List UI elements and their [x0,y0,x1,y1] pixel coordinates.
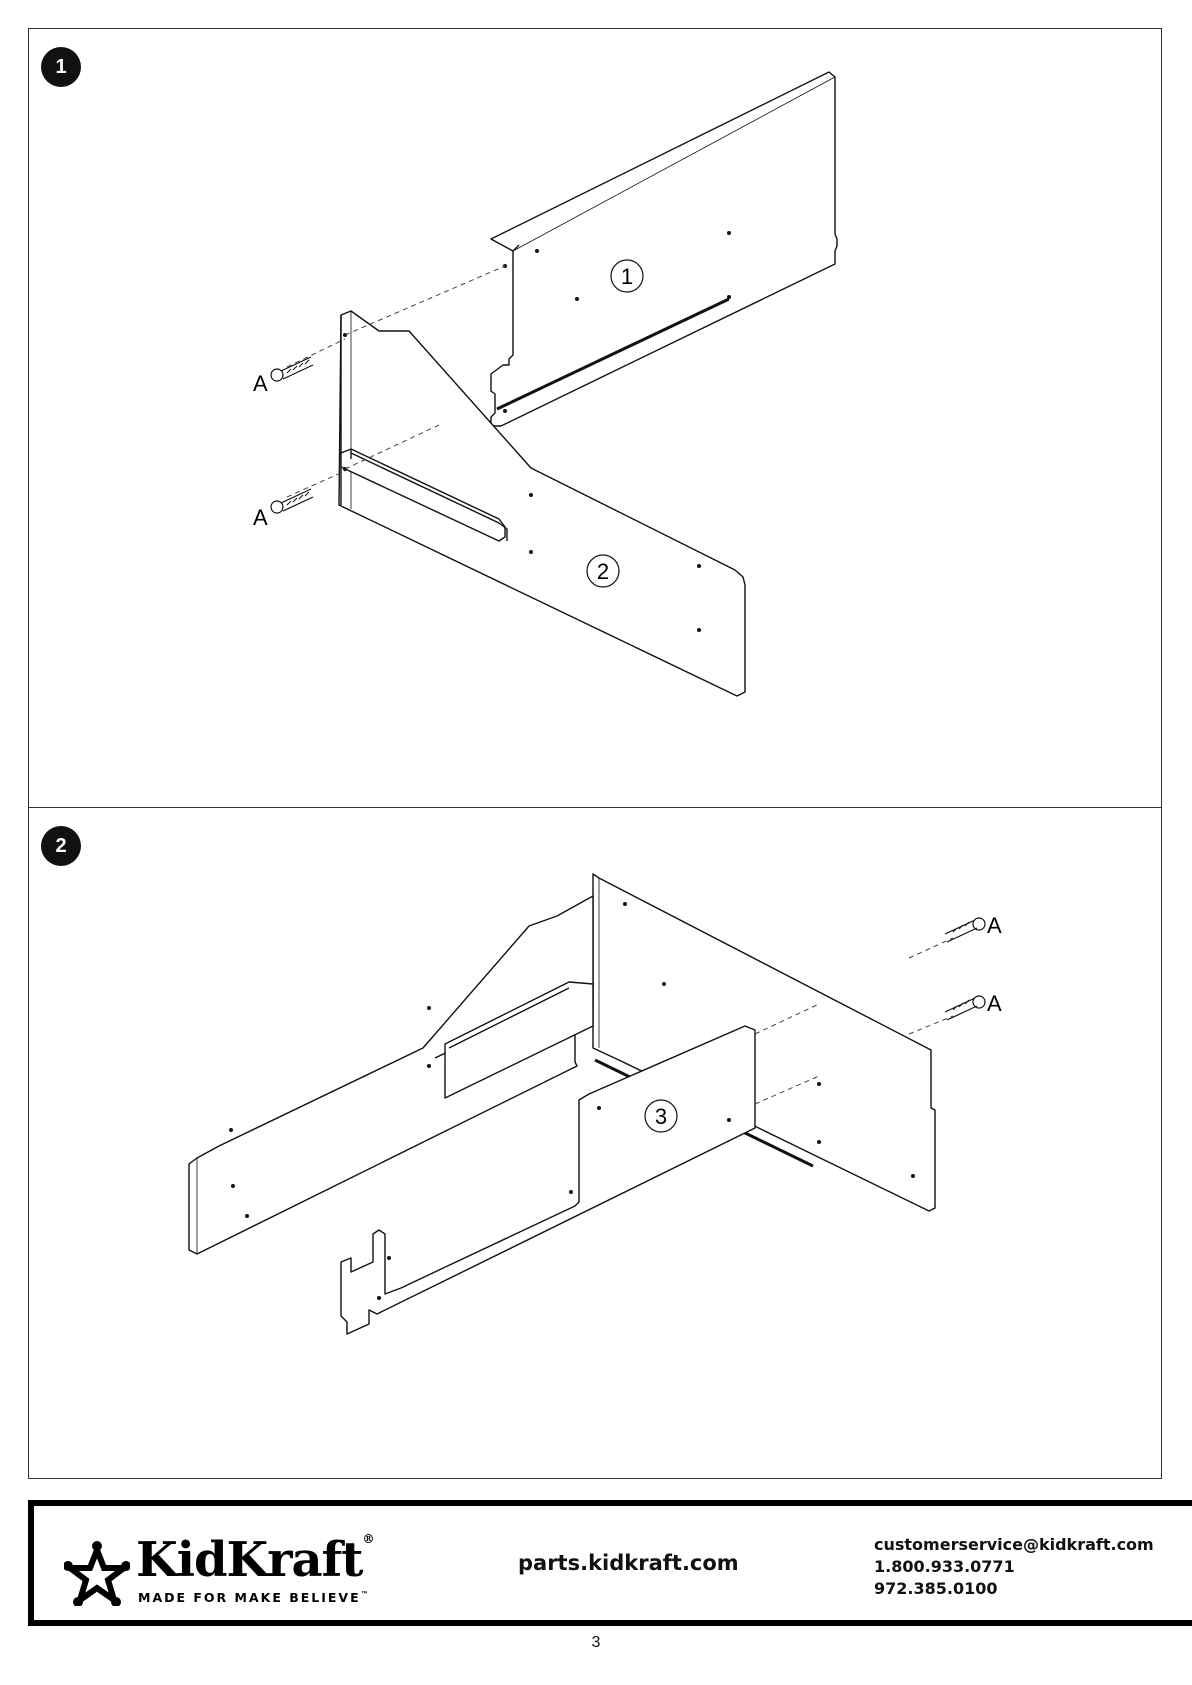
board-2 [189,896,593,1254]
screw-label-a: A [987,991,1002,1016]
page-number: 3 [0,1634,1192,1652]
contact-phone-1: 1.800.933.0771 [874,1556,1154,1578]
board-1 [491,72,837,426]
step-1-diagram: 1 2 A A [29,29,1163,809]
brand-tagline: MADE FOR MAKE BELIEVE™ [138,1590,371,1605]
screw-icon [271,357,313,513]
contact-email[interactable]: customerservice@kidkraft.com [874,1534,1154,1556]
screw-label-a: A [253,505,268,530]
kids-star-icon [64,1540,130,1606]
screw-label-a: A [987,913,1002,938]
contact-phone-2: 972.385.0100 [874,1578,1154,1600]
parts-website-link[interactable]: parts.kidkraft.com [518,1551,739,1575]
step-2-diagram: 3 A A [29,808,1163,1480]
part-callout-2: 2 [597,559,609,584]
part-callout-1: 1 [621,264,633,289]
brand-name: KidKraft® [136,1532,373,1588]
kidkraft-logo: KidKraft® MADE FOR MAKE BELIEVE™ [64,1534,404,1614]
part-callout-3: 3 [655,1104,667,1129]
step-2-panel: 2 [28,807,1162,1479]
step-1-panel: 1 [28,28,1162,808]
screw-icon [945,918,985,1020]
contact-info: customerservice@kidkraft.com 1.800.933.0… [874,1534,1154,1600]
footer-bar: KidKraft® MADE FOR MAKE BELIEVE™ parts.k… [28,1500,1192,1626]
screw-label-a: A [253,371,268,396]
